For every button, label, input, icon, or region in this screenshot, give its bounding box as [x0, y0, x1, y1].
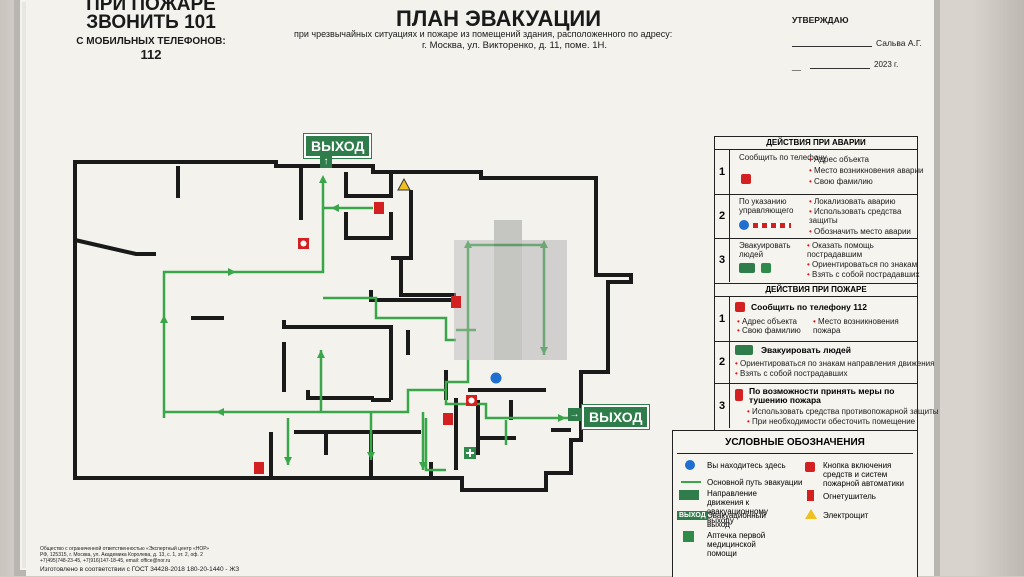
subtitle-line2: г. Москва, ул. Викторенко, д. 11, поме. … [422, 40, 607, 51]
floor-plan [73, 160, 633, 492]
signature-line [792, 46, 872, 47]
footer-gost: Изготовлено в соответствии с ГОСТ 34428-… [40, 566, 240, 573]
route-line-icon [681, 481, 701, 483]
fire-row-1-num: 1 [715, 297, 730, 341]
fire-button-icons [298, 238, 477, 406]
legend-fire-button: Кнопка включения средств и систем пожарн… [823, 461, 904, 488]
approve-label: УТВЕРЖДАЮ [792, 15, 849, 25]
barrier-tape-icon [753, 223, 791, 228]
protection-icon [739, 220, 749, 230]
electrical-panel-icon [397, 177, 411, 191]
legend-header: УСЛОВНЫЕ ОБОЗНАЧЕНИЯ [725, 437, 865, 448]
extinguisher-icon [735, 389, 743, 401]
route-arrows [160, 175, 566, 470]
accident-item: Оказать помощь пострадавшим [807, 241, 874, 259]
exit-sign-top: ВЫХОД [302, 133, 373, 159]
phone-icon [735, 302, 745, 312]
fire-header: ДЕЙСТВИЯ ПРИ ПОЖАРЕ [715, 284, 917, 297]
accident-item: Локализовать аварию [814, 197, 896, 206]
accident-item: Использовать средства защиты [809, 207, 902, 225]
accident-item: Обозначить место аварии [814, 227, 911, 236]
you-are-here-marker [490, 372, 502, 384]
fire-row-2: 2 Эвакуировать людей • Ориентироваться п… [715, 341, 934, 384]
accident-item: Место возникновения аварии [814, 166, 924, 175]
legend-divider [677, 453, 913, 454]
first-aid-icon [683, 531, 694, 542]
fire-call-mobile: С МОБИЛЬНЫХ ТЕЛЕФОНОВ: [76, 36, 226, 47]
evacuation-plan-sheet: ПРИ ПОЖАРЕ ЗВОНИТЬ 101 С МОБИЛЬНЫХ ТЕЛЕФ… [26, 0, 939, 577]
accident-row-2: 2 По указанию управляющего • Локализоват… [715, 194, 917, 239]
footer-org: Общество с ограниченной ответственностью… [40, 546, 210, 552]
watermark-logo [454, 220, 567, 360]
accident-actions-panel: ДЕЙСТВИЯ ПРИ АВАРИИ 1 Сообщить по телефо… [714, 136, 923, 284]
fire-item: Использовать средства противопожарной за… [752, 407, 939, 416]
fire-call-line2: ЗВОНИТЬ 101 [86, 12, 216, 33]
accident-row-1-num: 1 [715, 150, 730, 194]
right-arrow-icon: → [568, 408, 581, 421]
exit-legend-icon: ВЫХОД [677, 511, 708, 520]
fire-row-3-num: 3 [715, 383, 730, 428]
legend-extinguisher: Огнетушитель [823, 492, 876, 501]
accident-row-1-title: Сообщить по телефону [739, 153, 827, 162]
fire-call-line1: ПРИ ПОЖАРЕ [86, 0, 216, 15]
fire-row-1-title: Сообщить по телефону 112 [751, 302, 867, 312]
fire-button-icon [805, 462, 815, 472]
fire-item: Ориентироваться по знакам направления дв… [740, 359, 935, 368]
evac-direction-icon [679, 490, 699, 500]
accident-row-3-num: 3 [715, 238, 730, 282]
fire-item: При необходимости обесточить помещение [752, 417, 916, 426]
approve-name: Сальва А.Г. [876, 38, 922, 48]
evacuation-routes [162, 178, 571, 472]
evac-direction-icon [735, 345, 753, 355]
accident-row-3-title: Эвакуировать людей [739, 241, 791, 259]
extinguisher-icon [807, 490, 814, 501]
subtitle-line1: при чрезвычайных ситуациях и пожаре из п… [294, 29, 673, 39]
up-arrow-icon: ↑ [320, 156, 332, 168]
legend-main-route: Основной путь эвакуации [707, 478, 803, 487]
legend-you-are-here: Вы находитесь здесь [707, 461, 786, 470]
legend-electrical-panel: Электрощит [823, 511, 869, 520]
accident-item: Свою фамилию [814, 177, 873, 186]
phone-icon [741, 174, 751, 184]
legend-first-aid: Аптечка первой медицинской помощи [707, 531, 766, 558]
fire-call-number: 112 [140, 47, 162, 62]
fire-item: Адрес объекта [742, 317, 797, 326]
date-dash: __ [792, 62, 801, 71]
footer-address: РФ, 125315, г. Москва, ул. Академика Кор… [40, 552, 203, 558]
evac-direction-icon [739, 263, 755, 273]
approve-year: 2023 г. [874, 60, 899, 69]
page-title: ПЛАН ЭВАКУАЦИИ [396, 6, 602, 31]
fire-item: Место возникновения пожара [813, 317, 899, 335]
legend-exit: Эвакуационный выход [707, 511, 766, 529]
footer-phone: +7(495)748-23-45, +7(916)147-18-45, emai… [40, 558, 171, 564]
first-aid-icon [464, 447, 476, 459]
accident-item: Ориентироваться по знакам [812, 260, 918, 269]
legend-panel: УСЛОВНЫЕ ОБОЗНАЧЕНИЯ Вы находитесь здесь… [672, 430, 918, 577]
fire-row-2-title: Эвакуировать людей [761, 345, 851, 355]
fire-row-3: 3 По возможности принять меры по тушению… [715, 383, 939, 428]
fire-row-3-title: По возможности принять меры по тушению п… [749, 386, 895, 405]
accident-row-2-num: 2 [715, 194, 730, 238]
date-line [810, 68, 870, 69]
fire-item: Свою фамилию [742, 326, 801, 335]
accident-header: ДЕЙСТВИЯ ПРИ АВАРИИ [715, 137, 917, 150]
exit-sign-right: ВЫХОД [580, 404, 651, 430]
fire-row-2-num: 2 [715, 341, 730, 383]
fire-item: Взять с собой пострадавших [740, 369, 848, 378]
fire-extinguisher-icons [254, 202, 461, 474]
fire-row-1: 1 Сообщить по телефону 112 • Адрес объек… [715, 297, 917, 342]
electrical-panel-icon [805, 509, 817, 519]
accident-row-2-title: По указанию управляющего [739, 197, 794, 215]
fire-actions-panel: ДЕЙСТВИЯ ПРИ ПОЖАРЕ 1 Сообщить по телефо… [714, 283, 939, 431]
walls [73, 160, 633, 492]
accident-row-3: 3 Эвакуировать людей • Оказать помощь по… [715, 238, 920, 282]
legend-direction: Направление движения к эвакуационному вы… [707, 489, 769, 525]
accident-item: Взять с собой пострадавших [812, 270, 920, 279]
first-aid-small-icon [761, 263, 771, 273]
accident-item: Адрес объекта [814, 155, 869, 164]
you-are-here-icon [685, 460, 695, 470]
accident-row-1: 1 Сообщить по телефону • Адрес объекта •… [715, 150, 923, 195]
